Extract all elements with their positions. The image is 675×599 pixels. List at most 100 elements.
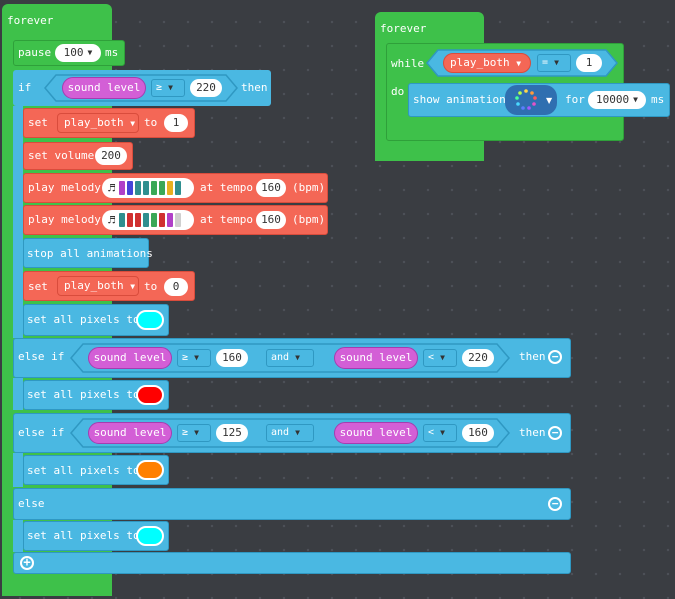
- remove-branch-icon[interactable]: −: [548, 350, 562, 364]
- op-text: ≥: [156, 82, 163, 93]
- sound-level-reporter[interactable]: sound level: [334, 422, 418, 444]
- animation-picker[interactable]: ▼: [505, 85, 557, 115]
- dropdown-arrow-icon: ▼: [516, 59, 522, 68]
- sound-level-reporter[interactable]: sound level: [88, 347, 172, 369]
- comparison-op-dropdown[interactable]: < ▼: [423, 424, 457, 442]
- color-picker[interactable]: [136, 460, 164, 480]
- do-label: do: [391, 85, 405, 98]
- set-pixels-label: set all pixels to: [27, 313, 140, 326]
- value-input[interactable]: 220: [462, 349, 494, 367]
- variable-dropdown[interactable]: play_both ▼: [57, 113, 139, 133]
- melody-note-cell: [119, 213, 126, 227]
- logic-op-dropdown[interactable]: and ▼: [266, 424, 314, 442]
- while-value-input[interactable]: 1: [576, 54, 602, 72]
- dropdown-arrow-icon: ▼: [130, 282, 136, 291]
- animation-duration-dropdown[interactable]: 10000▼: [588, 91, 646, 109]
- else-row[interactable]: [13, 488, 571, 520]
- comparison-op-dropdown[interactable]: < ▼: [423, 349, 457, 367]
- remove-branch-icon[interactable]: −: [548, 426, 562, 440]
- melody-editor-1[interactable]: ♬: [102, 178, 194, 198]
- if-value-input[interactable]: 220: [190, 79, 222, 97]
- then-label: then: [519, 426, 546, 439]
- to-label: to: [144, 116, 158, 129]
- comparison-op-dropdown[interactable]: = ▼: [537, 54, 571, 72]
- value-input[interactable]: 125: [216, 424, 248, 442]
- set-label: set: [28, 116, 48, 129]
- logic-op-dropdown[interactable]: and ▼: [266, 349, 314, 367]
- melody-editor-2[interactable]: ♬: [102, 210, 194, 230]
- var-name: play_both: [450, 56, 510, 69]
- bpm-label: (bpm): [292, 181, 326, 194]
- comparison-op-dropdown[interactable]: ≥ ▼: [177, 349, 211, 367]
- op-text: <: [428, 427, 435, 438]
- play-melody-label: play melody: [28, 213, 101, 226]
- variable-reporter[interactable]: play_both ▼: [443, 53, 531, 73]
- sound-level-reporter[interactable]: sound level: [334, 347, 418, 369]
- dropdown-arrow-icon: ▼: [633, 95, 638, 104]
- sound-level-reporter[interactable]: sound level: [88, 422, 172, 444]
- melody-note-cell: [175, 181, 182, 195]
- then-label: then: [241, 81, 268, 94]
- tempo-input[interactable]: 160: [256, 179, 286, 197]
- value-input[interactable]: 160: [462, 424, 494, 442]
- duration-value: 10000: [596, 93, 630, 106]
- if-block-spine: [13, 106, 23, 338]
- melody-note-cell: [135, 181, 142, 195]
- else-label: else: [18, 497, 45, 510]
- pause-duration-dropdown[interactable]: 100▼: [55, 44, 101, 62]
- melody-note-cell: [151, 213, 158, 227]
- color-picker[interactable]: [136, 385, 164, 405]
- pause-unit: ms: [105, 46, 119, 59]
- forever-label: forever: [380, 22, 427, 35]
- melody-note-cell: [135, 213, 142, 227]
- melody-note-cell: [151, 181, 158, 195]
- melody-note-cell: [159, 213, 166, 227]
- color-picker[interactable]: [136, 526, 164, 546]
- svg-text:▼: ▼: [546, 96, 553, 105]
- color-picker[interactable]: [136, 310, 164, 330]
- tempo-input[interactable]: 160: [256, 211, 286, 229]
- op-text: and: [271, 352, 290, 363]
- op-text: ≥: [182, 352, 189, 363]
- for-label: for: [565, 93, 585, 106]
- dropdown-arrow-icon: ▼: [440, 428, 445, 437]
- var-name: play_both: [64, 279, 124, 292]
- else-if-label: else if: [18, 426, 65, 439]
- add-branch-icon[interactable]: +: [20, 556, 34, 570]
- forever-label: forever: [7, 14, 54, 27]
- dropdown-arrow-icon: ▼: [440, 353, 445, 362]
- bpm-label: (bpm): [292, 213, 326, 226]
- comparison-op-dropdown[interactable]: ≥ ▼: [151, 79, 185, 97]
- dropdown-arrow-icon: ▼: [295, 428, 300, 437]
- melody-note-cell: [175, 213, 182, 227]
- set-label: set: [28, 280, 48, 293]
- set-value-input[interactable]: 0: [164, 278, 188, 296]
- dropdown-arrow-icon: ▼: [194, 353, 199, 362]
- pause-value: 100: [63, 46, 84, 59]
- melody-note-cell: [143, 181, 150, 195]
- remove-branch-icon[interactable]: −: [548, 497, 562, 511]
- else-if-label: else if: [18, 350, 65, 363]
- else-if-spine-1: [13, 378, 23, 410]
- variable-dropdown[interactable]: play_both ▼: [57, 276, 139, 296]
- op-text: ≥: [182, 427, 189, 438]
- dropdown-arrow-icon: ▼: [295, 353, 300, 362]
- set-pixels-label: set all pixels to: [27, 529, 140, 542]
- comparison-op-dropdown[interactable]: ≥ ▼: [177, 424, 211, 442]
- ms-label: ms: [651, 93, 665, 106]
- op-text: and: [271, 427, 290, 438]
- stop-all-animations-block[interactable]: [23, 238, 149, 268]
- set-pixels-label: set all pixels to: [27, 388, 140, 401]
- if-block-footer: [13, 552, 571, 574]
- animation-ring-icon: ▼: [515, 89, 553, 110]
- then-label: then: [519, 350, 546, 363]
- sound-level-reporter[interactable]: sound level: [62, 77, 146, 99]
- value-input[interactable]: 160: [216, 349, 248, 367]
- while-label: while: [391, 57, 425, 70]
- pause-label: pause: [18, 46, 52, 59]
- music-note-icon: ♬: [108, 213, 116, 227]
- melody-note-cell: [127, 181, 134, 195]
- volume-input[interactable]: 200: [95, 147, 127, 165]
- set-value-input[interactable]: 1: [164, 114, 188, 132]
- set-all-pixels-block-1[interactable]: [23, 304, 169, 336]
